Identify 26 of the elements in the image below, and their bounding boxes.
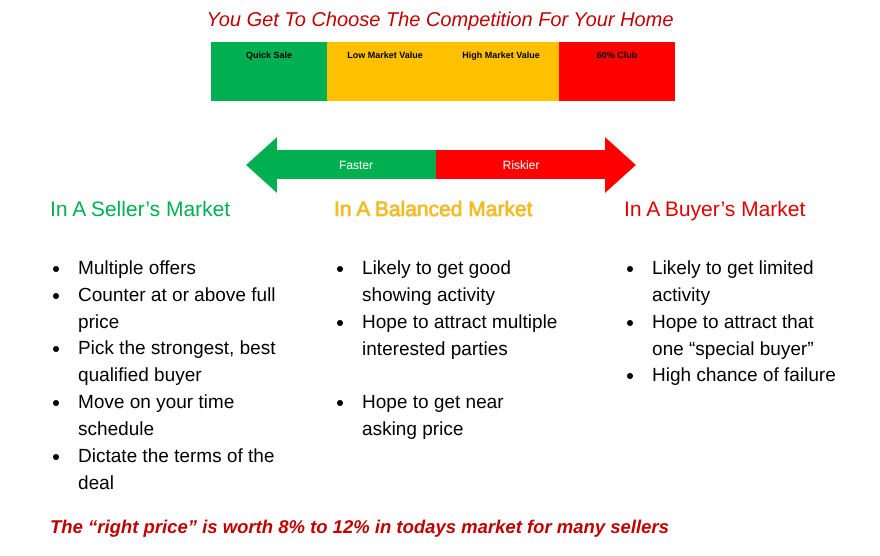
bullet-text: Likely to get good showing activity bbox=[362, 258, 511, 306]
scale-segment bbox=[211, 42, 327, 101]
arrow-label: Faster bbox=[338, 158, 374, 172]
bullet-text: Counter at or above full price bbox=[78, 284, 276, 333]
bullet-text: Hope to attract that one “special buyer” bbox=[652, 312, 814, 360]
bullet-text: Pick the strongest, best qualified buyer bbox=[78, 338, 276, 386]
arrow-label: Riskier bbox=[502, 158, 540, 172]
segment-label: 60% Club bbox=[596, 50, 638, 60]
scale-segment bbox=[327, 42, 443, 101]
market-heading: In A Buyer’s Market bbox=[624, 198, 806, 222]
bullet-text: Hope to attract multiple interested parties bbox=[362, 312, 558, 360]
segment-label: High Market Value bbox=[462, 50, 540, 60]
bullet-text: Move on your time schedule bbox=[78, 392, 234, 440]
bullet-text: Dictate the terms of the deal bbox=[78, 446, 274, 494]
scale-segment bbox=[559, 42, 675, 101]
market-heading: In A Seller’s Market bbox=[50, 198, 230, 222]
bullet-text: Likely to get limited activity bbox=[652, 258, 814, 306]
bullet-text: Multiple offers bbox=[78, 258, 196, 279]
footer-note: The “right price” is worth 8% to 12% in todays market for many sellers bbox=[50, 516, 669, 538]
market-heading: In A Balanced Market bbox=[334, 198, 532, 222]
segment-label: Quick Sale bbox=[246, 50, 292, 60]
title: You Get To Choose The Competition For Your Home bbox=[206, 9, 674, 32]
bullet-text: Hope to get near asking price bbox=[362, 392, 504, 440]
scale-segment bbox=[443, 42, 559, 101]
bullet-text: High chance of failure bbox=[652, 365, 836, 386]
segment-label: Low Market Value bbox=[347, 50, 423, 60]
